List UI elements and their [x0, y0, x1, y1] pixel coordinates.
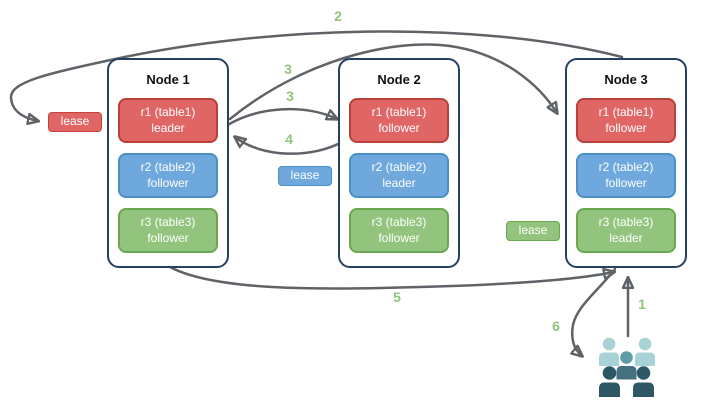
lease-badge-table2: lease — [278, 166, 332, 186]
node-2-replica-r2: r2 (table2) leader — [349, 153, 449, 198]
replica-name: r3 (table3) — [598, 214, 654, 229]
step-label-5: 5 — [393, 289, 401, 305]
node-1: Node 1 r1 (table1) leader r2 (table2) fo… — [107, 58, 229, 268]
lease-badge-table3: lease — [506, 221, 560, 241]
node-3: Node 3 r1 (table1) follower r2 (table2) … — [565, 58, 687, 268]
users-icon — [599, 337, 655, 397]
replica-name: r1 (table1) — [598, 104, 654, 119]
node-3-replica-r2: r2 (table2) follower — [576, 153, 676, 198]
replica-name: r2 (table2) — [598, 159, 654, 174]
node-2-replica-r3: r3 (table3) follower — [349, 208, 449, 253]
lease-badge-table1: lease — [48, 112, 102, 132]
replica-role: follower — [147, 230, 189, 245]
step-label-3a: 3 — [284, 61, 292, 77]
step-label-4: 4 — [285, 131, 293, 147]
arrow-step2-node3-to-lease1 — [9, 30, 624, 121]
step-label-6: 6 — [552, 318, 560, 334]
replica-role: follower — [605, 175, 647, 190]
arrow-step3-node1r1-to-node2r1 — [224, 107, 337, 128]
replica-name: r1 (table1) — [140, 104, 196, 119]
node-1-title: Node 1 — [146, 71, 190, 87]
replica-role: leader — [151, 120, 185, 135]
replica-role: follower — [378, 230, 420, 245]
replica-role: leader — [382, 175, 416, 190]
replica-name: r1 (table1) — [371, 104, 427, 119]
step-label-1: 1 — [638, 296, 646, 312]
replica-name: r3 (table3) — [140, 214, 196, 229]
node-3-replica-r3: r3 (table3) leader — [576, 208, 676, 253]
node-3-replica-r1: r1 (table1) follower — [576, 98, 676, 143]
replica-role: follower — [147, 175, 189, 190]
node-1-replica-r1: r1 (table1) leader — [118, 98, 218, 143]
replica-name: r2 (table2) — [140, 159, 196, 174]
replica-role: leader — [609, 230, 643, 245]
arrow-step5-node1-to-node3 — [168, 265, 614, 290]
replica-role: follower — [605, 120, 647, 135]
node-3-title: Node 3 — [604, 71, 648, 87]
node-2-title: Node 2 — [377, 71, 421, 87]
replica-name: r2 (table2) — [371, 159, 427, 174]
node-1-replica-r2: r2 (table2) follower — [118, 153, 218, 198]
replica-name: r3 (table3) — [371, 214, 427, 229]
node-2: Node 2 r1 (table1) follower r2 (table2) … — [338, 58, 460, 268]
step-label-2: 2 — [334, 8, 342, 24]
node-1-replica-r3: r3 (table3) follower — [118, 208, 218, 253]
replica-role: follower — [378, 120, 420, 135]
step-label-3b: 3 — [286, 88, 294, 104]
node-2-replica-r1: r1 (table1) follower — [349, 98, 449, 143]
